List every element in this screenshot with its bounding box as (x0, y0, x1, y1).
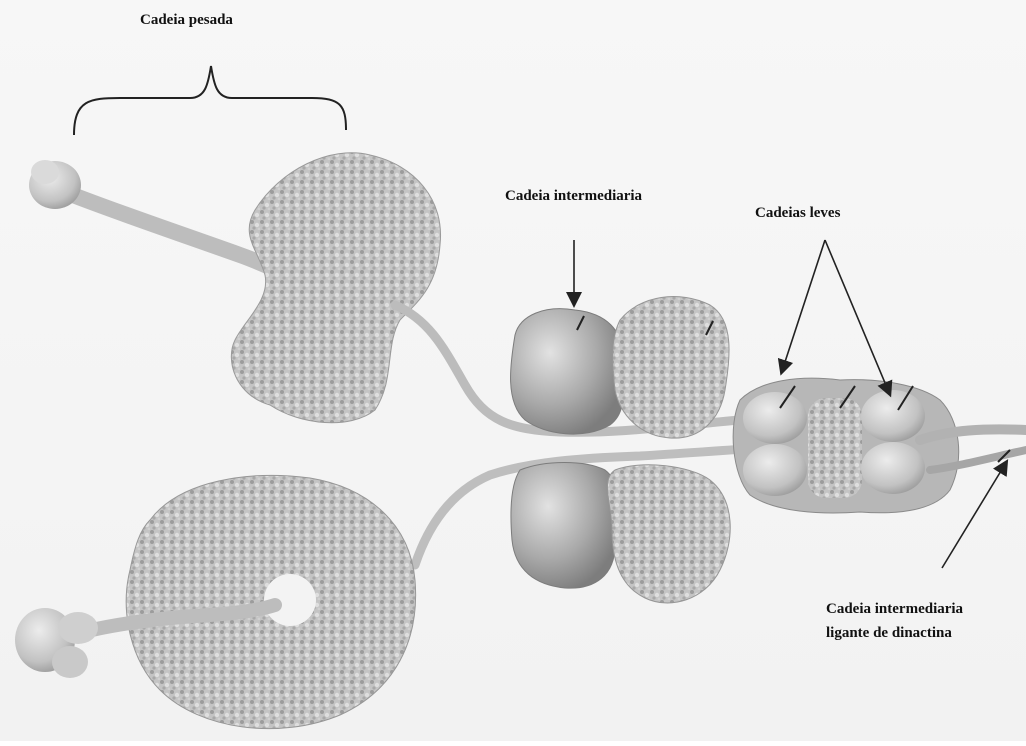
upper-motor-domain (231, 153, 440, 423)
light-chain-right-upper (861, 390, 925, 442)
dynactin-binding-label-line2: ligante de dinactina (826, 621, 963, 645)
light-chain-arrow-left (783, 240, 825, 368)
dynactin-binding-tail (920, 429, 1026, 440)
intermediate-chain-lower (511, 463, 618, 589)
light-chain-middle-textured (808, 398, 862, 498)
heavy-chain-label: Cadeia pesada (140, 10, 233, 30)
light-chain-left-upper (743, 392, 807, 444)
upper-textured-complex (613, 297, 730, 439)
light-chains-label: Cadeias leves (755, 203, 840, 223)
intermediate-chain-label: Cadeia intermediaria (505, 186, 642, 206)
dynactin-binding-label-line1: Cadeia intermediaria (826, 597, 963, 621)
lower-textured-complex (607, 465, 730, 603)
light-chain-arrow-right (825, 240, 888, 390)
dynactin-binding-label: Cadeia intermediaria ligante de dinactin… (826, 597, 963, 645)
light-chain-right-lower (861, 442, 925, 494)
light-chain-left-lower (743, 444, 807, 496)
upper-tail-globule-lobe (31, 160, 59, 184)
heavy-chain-bracket (74, 66, 346, 135)
intermediate-chain-upper (511, 309, 623, 434)
lower-tail-globule (15, 608, 98, 678)
